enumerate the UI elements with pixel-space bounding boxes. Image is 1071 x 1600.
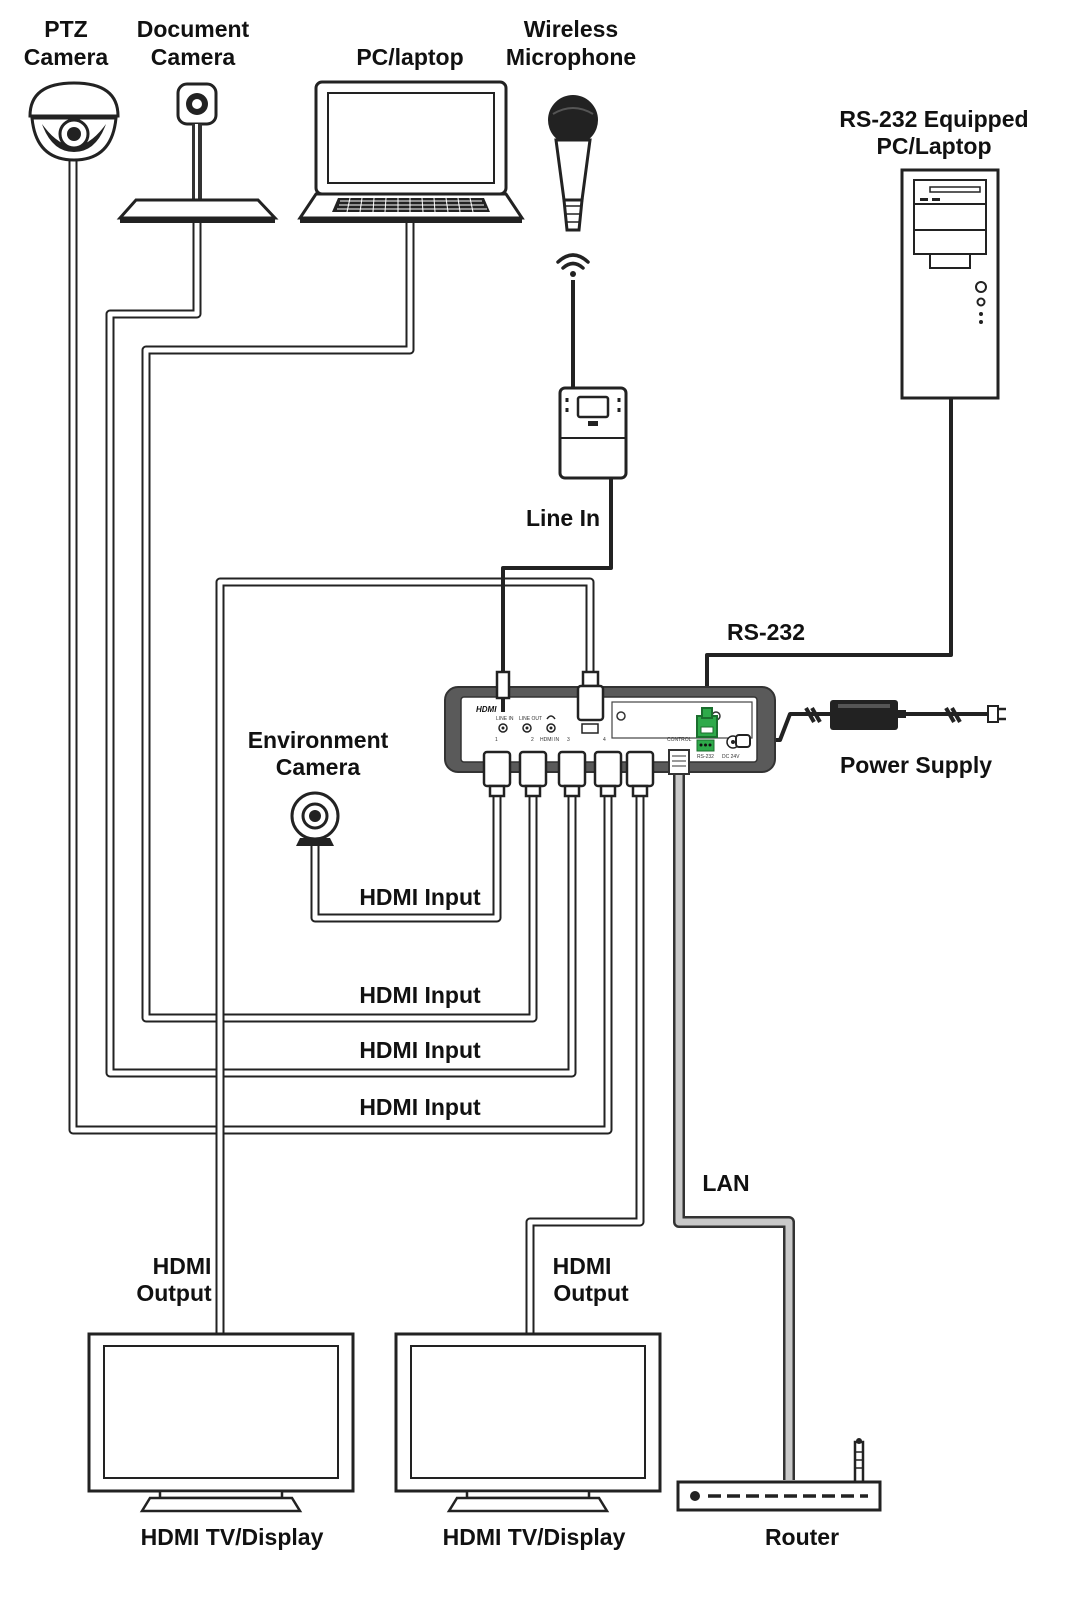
hdmi-input-2-label: HDMI Input (359, 982, 481, 1008)
hdmi-in-1-plug (482, 750, 512, 798)
document-camera-label-2: Camera (151, 44, 236, 70)
cables (68, 160, 990, 1480)
lan-cable (673, 775, 795, 1480)
unit-line-out-label: LINE OUT (519, 716, 542, 722)
unit-rs232-label: RS-232 (697, 754, 714, 760)
hdmi-out-bottom-plug (625, 750, 655, 798)
unit-control-label: CONTROL (667, 737, 692, 743)
hdmi-input-4-label: HDMI Input (359, 1094, 481, 1120)
hdmi-output-1-label-2: Output (136, 1280, 212, 1306)
hdmi-output-2-label-2: Output (553, 1280, 629, 1306)
lan-plug (668, 749, 690, 775)
wireless-microphone-label: Wireless (524, 16, 618, 42)
hdmi-out-top-plug (576, 670, 605, 722)
unit-port-3: 3 (567, 737, 570, 743)
line-in-plug (495, 670, 511, 712)
unit-port-1: 1 (495, 737, 498, 743)
pc-tower-icon (900, 168, 1000, 400)
line-in-cable (501, 478, 613, 672)
line-in-label: Line In (526, 505, 600, 531)
unit-logo: HDMI (476, 705, 497, 714)
power-supply-label: Power Supply (840, 752, 992, 778)
hdmi-output-1-label: HDMI (153, 1253, 212, 1279)
environment-camera-icon (290, 791, 340, 846)
display-2-label: HDMI TV/Display (443, 1524, 626, 1550)
ptz-camera-icon (28, 81, 120, 162)
unit-hdmi-in-label: HDMI IN (540, 737, 560, 743)
document-camera-label: Document (137, 16, 250, 42)
router-label: Router (765, 1524, 839, 1550)
rs232-cable (705, 398, 953, 716)
wireless-icon (556, 253, 590, 277)
unit-dc-label: DC 24V (722, 754, 740, 760)
hdmi-input-1-label: HDMI Input (359, 884, 481, 910)
display-1-icon (87, 1332, 355, 1513)
display-1-label: HDMI TV/Display (141, 1524, 324, 1550)
hdmi-output-2-label: HDMI (553, 1253, 612, 1279)
laptop-icon (297, 80, 525, 223)
power-supply-icon (830, 700, 1006, 730)
dc-plug (735, 734, 751, 748)
hdmi-input-3-label: HDMI Input (359, 1037, 481, 1063)
environment-camera-label-2: Camera (276, 754, 361, 780)
hdmi-in-2-plug (518, 750, 548, 798)
lan-label: LAN (702, 1170, 749, 1196)
unit-port-4: 4 (603, 737, 606, 743)
router-icon (676, 1438, 882, 1512)
display-2-icon (394, 1332, 662, 1513)
hdmi-in-3-plug (557, 750, 587, 798)
environment-camera-label: Environment (248, 727, 389, 753)
wireless-microphone-label-2: Microphone (506, 44, 636, 70)
av-switcher-unit: HDMI LINE IN LINE OUT HDMI IN 1 2 3 4 CO… (444, 686, 776, 773)
unit-port-2: 2 (531, 737, 534, 743)
unit-line-in-label: LINE IN (496, 716, 514, 722)
rs232-plug (696, 707, 718, 738)
rs232-pc-label: RS-232 Equipped (839, 106, 1028, 132)
mic-receiver-icon (558, 386, 628, 480)
rs232-pc-label-2: PC/Laptop (877, 133, 992, 159)
hdmi-in-plugs (482, 750, 655, 798)
rs232-label: RS-232 (727, 619, 805, 645)
microphone-icon (548, 95, 598, 232)
document-camera-icon (116, 82, 279, 223)
ptz-camera-cable (68, 160, 613, 1135)
ptz-camera-label: PTZ (44, 16, 87, 42)
pc-laptop-label: PC/laptop (356, 44, 463, 70)
ptz-camera-label-2: Camera (24, 44, 109, 70)
hdmi-in-4-plug (593, 750, 623, 798)
